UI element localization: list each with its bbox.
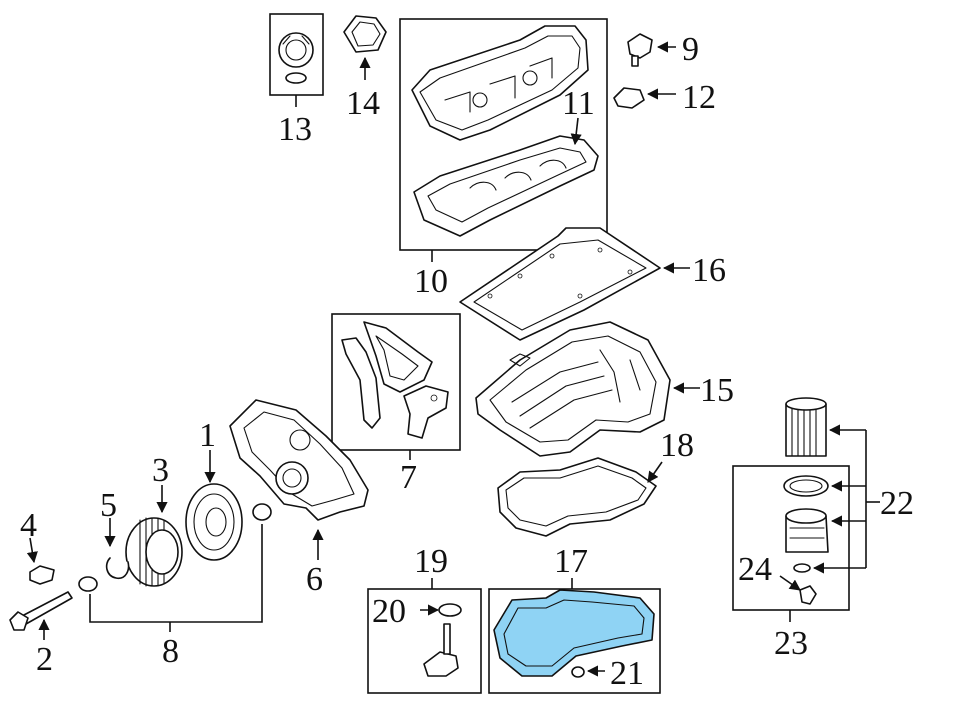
callout-6: 6 [306,561,323,598]
callout-17: 17 [554,543,588,580]
sensor-9 [627,33,676,67]
oil-filter-assembly-23 [732,397,880,622]
filler-cap-14 [343,15,387,80]
callout-3: 3 [152,452,169,489]
callout-8: 8 [162,633,179,670]
seal-group-8 [78,503,272,632]
bolt-4 [26,537,55,585]
pulley-3 [125,485,183,587]
callout-21: 21 [610,655,644,692]
callout-4: 4 [20,507,37,544]
callout-16: 16 [692,252,726,289]
callout-10: 10 [414,263,448,300]
vibration-damper-1 [185,450,243,561]
callout-14: 14 [346,85,380,122]
oil-filler-cap-13 [269,13,324,107]
retaining-ring-5 [104,518,130,580]
lower-oil-pan-17 [488,578,661,694]
timing-cover-6 [229,399,369,560]
timing-cover-gaskets-7 [331,313,461,460]
callout-11: 11 [562,85,595,122]
callout-7: 7 [400,459,417,496]
callout-23: 23 [774,625,808,662]
seal-12 [613,87,676,109]
callout-5: 5 [100,487,117,524]
callout-9: 9 [682,31,699,68]
callout-2: 2 [36,641,53,678]
callout-13: 13 [278,111,312,148]
oil-pan-gasket-16 [459,227,690,341]
lower-pan-gasket-18 [497,457,663,537]
upper-oil-pan-15 [475,321,700,457]
callout-18: 18 [660,427,694,464]
callout-22: 22 [880,485,914,522]
callout-24: 24 [738,551,772,588]
dipstick-sensor-box-19 [367,578,482,694]
callout-19: 19 [414,543,448,580]
callout-1: 1 [199,417,216,454]
bolt-2 [9,591,73,640]
callout-20: 20 [372,593,406,630]
valve-cover-assembly-10 [399,18,608,262]
callout-12: 12 [682,79,716,116]
callout-15: 15 [700,372,734,409]
